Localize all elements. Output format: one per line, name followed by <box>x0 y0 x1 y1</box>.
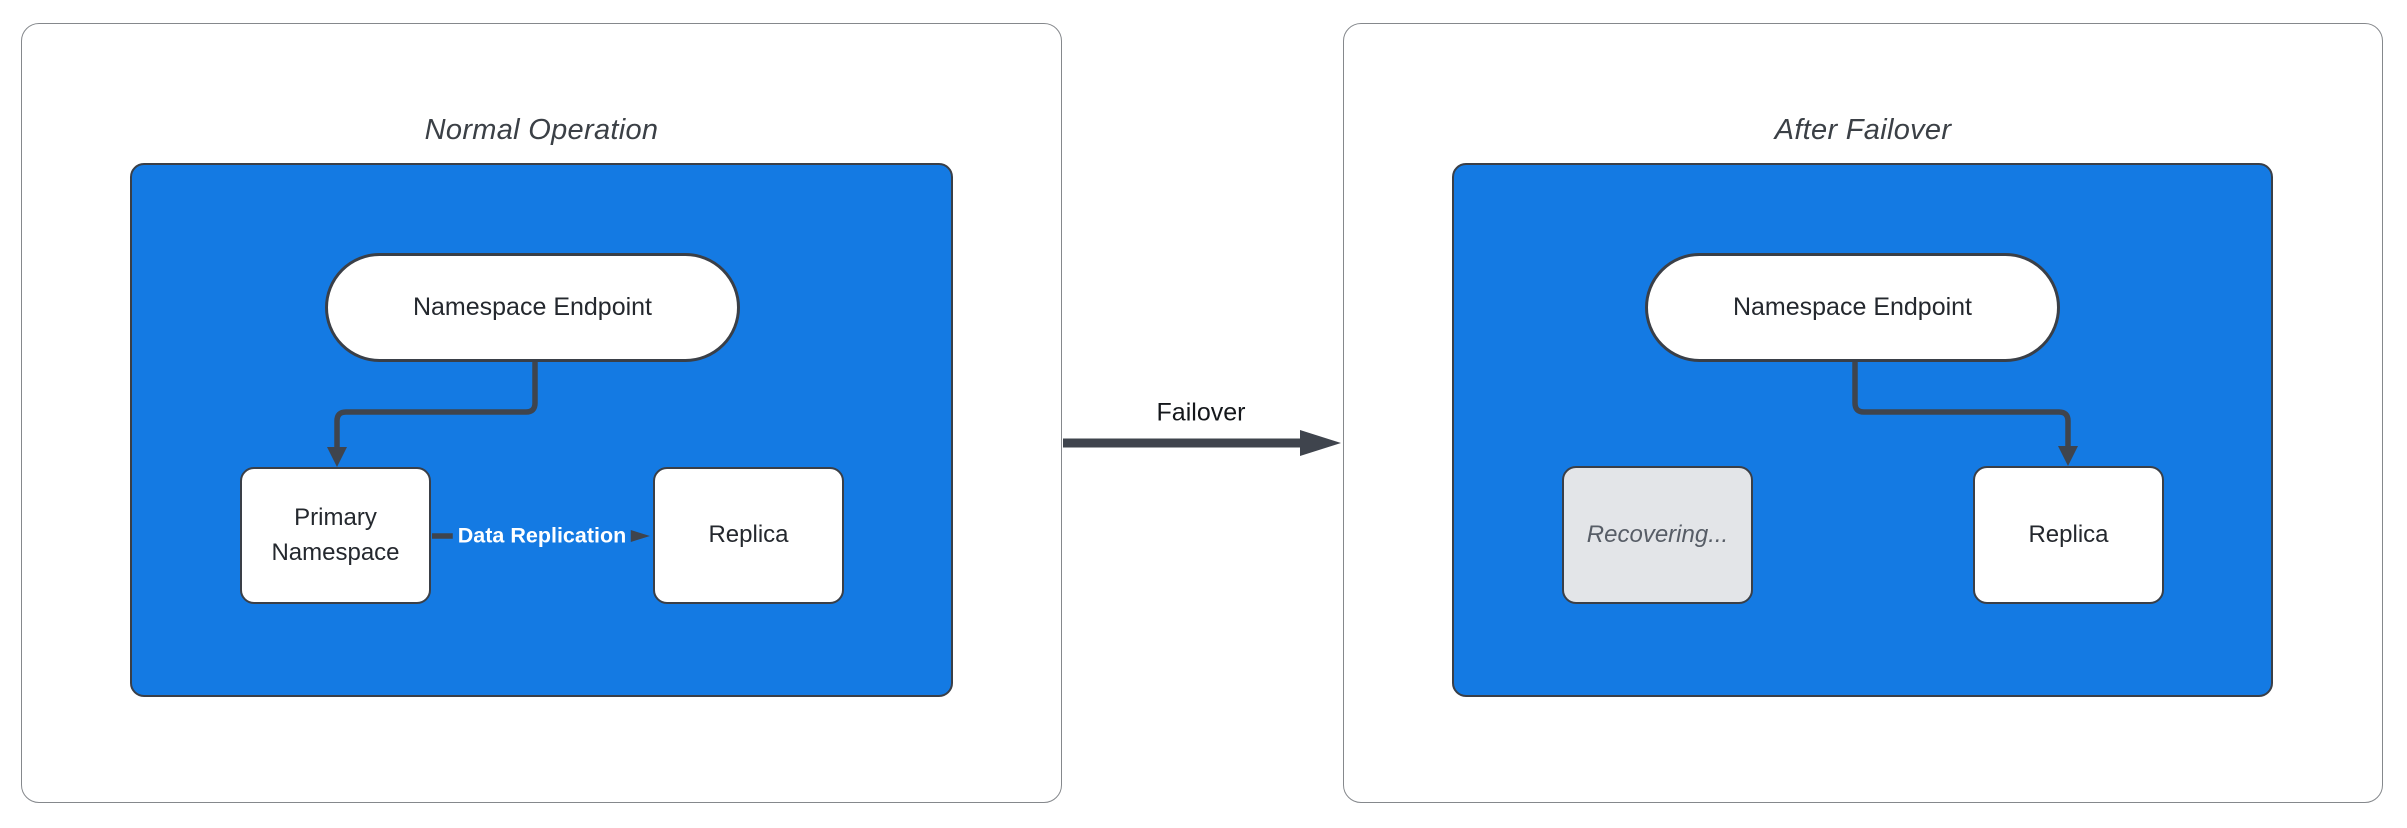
panel-title: After Failover <box>1774 114 1952 146</box>
replica-node: Replica <box>1973 466 2164 604</box>
namespace-endpoint-pill: Namespace Endpoint <box>325 253 740 362</box>
panel-title: Normal Operation <box>424 114 659 146</box>
cluster-container-normal <box>130 163 953 697</box>
primary-namespace-node: Primary Namespace <box>240 467 431 604</box>
replica-node: Replica <box>653 467 844 604</box>
namespace-endpoint-pill: Namespace Endpoint <box>1645 253 2060 362</box>
failover-arrow <box>1063 430 1341 456</box>
cluster-container-failover <box>1452 163 2273 697</box>
recovering-node: Recovering... <box>1562 466 1753 604</box>
failover-label: Failover <box>1156 398 1246 427</box>
data-replication-label: Data Replication <box>452 521 632 551</box>
